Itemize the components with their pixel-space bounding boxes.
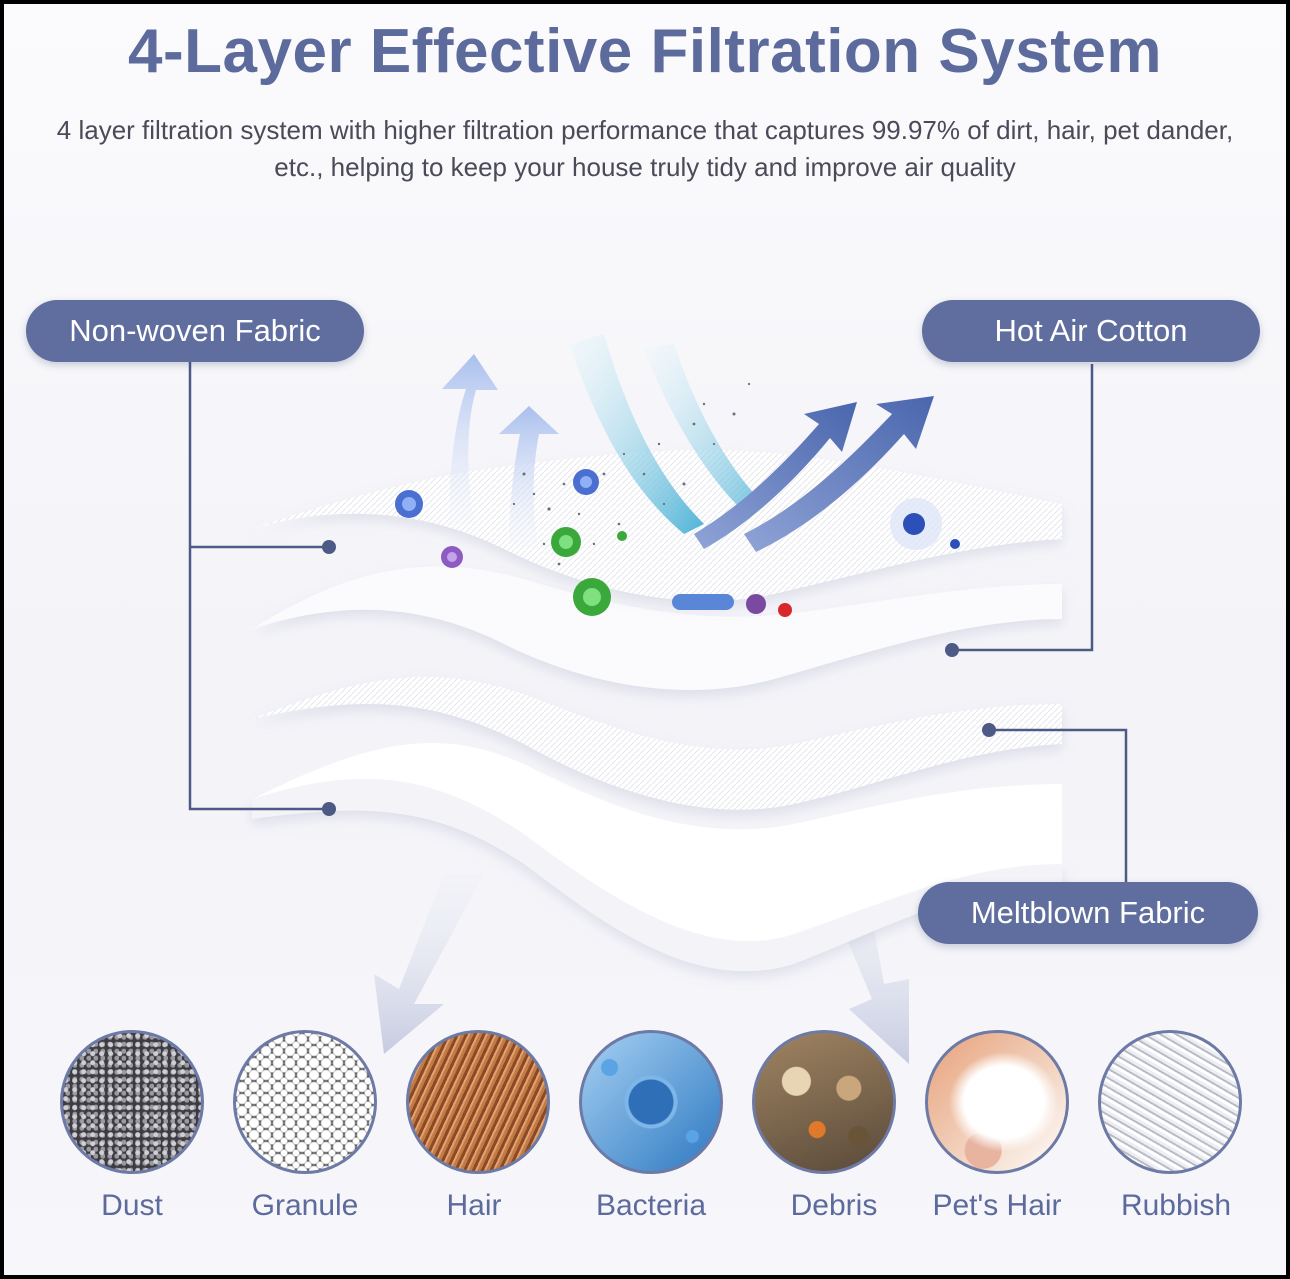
filter-layers-illustration — [188, 334, 1128, 1064]
filter-layer-4-top — [252, 742, 1062, 942]
particle-label-granule: Granule — [251, 1189, 359, 1222]
airflow-up-arrow-1-icon — [442, 354, 498, 524]
dust-texture-icon — [60, 1030, 204, 1174]
debris-texture-icon — [752, 1030, 896, 1174]
filter-layer-4 — [252, 778, 1062, 972]
airflow-out-arrow-2-icon — [744, 396, 934, 552]
particle-label-rubbish: Rubbish — [1120, 1189, 1232, 1222]
label-non-woven-fabric: Non-woven Fabric — [26, 300, 364, 362]
hair-texture-icon — [406, 1030, 550, 1174]
airflow-down-band-2-icon — [644, 344, 764, 514]
airflow-down-band-1-icon — [569, 334, 704, 534]
particle-label-dust: Dust — [101, 1189, 163, 1222]
bacteria-icon — [579, 1030, 723, 1174]
granule-texture-icon — [233, 1030, 377, 1174]
connector-lines — [188, 362, 1128, 887]
particle-label-hair: Hair — [446, 1189, 502, 1222]
label-hot-air-cotton: Hot Air Cotton — [922, 300, 1260, 362]
connector-dots — [322, 540, 996, 816]
pet-hair-texture-icon — [925, 1030, 1069, 1174]
rubbish-texture-icon — [1098, 1030, 1242, 1174]
down-arrow-left-icon — [374, 874, 484, 1054]
filter-layer-3 — [252, 676, 1062, 810]
page-subtitle: 4 layer filtration system with higher fi… — [56, 115, 1234, 182]
airflow-out-arrow-1-icon — [694, 402, 857, 549]
particle-label-bacteria: Bacteria — [595, 1189, 707, 1222]
page-title: 4-Layer Effective Filtration System — [128, 17, 1162, 86]
filter-layer-2 — [252, 566, 1062, 691]
label-meltblown-fabric: Meltblown Fabric — [918, 882, 1258, 944]
airflow-up-arrow-2-icon — [499, 406, 559, 549]
germ-particles-icon — [395, 469, 960, 617]
dust-speckles-icon — [512, 382, 751, 566]
particle-label-pets-hair: Pet's Hair — [932, 1189, 1062, 1222]
particle-label-debris: Debris — [790, 1189, 878, 1222]
